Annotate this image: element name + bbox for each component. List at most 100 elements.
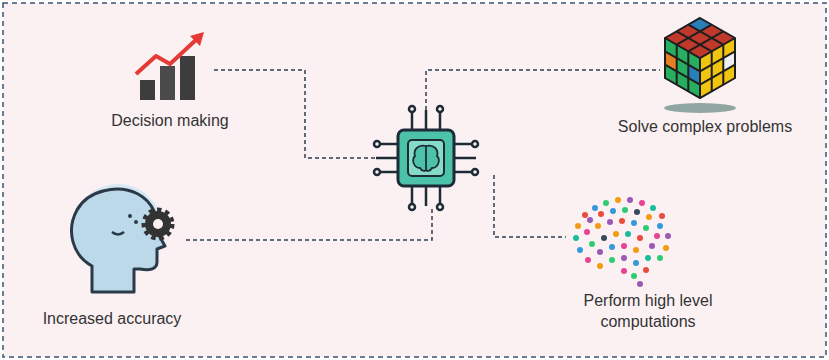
brain-dot [615, 197, 621, 203]
pin-end [472, 169, 478, 175]
cube-edge [665, 38, 735, 58]
brain-dot [665, 233, 671, 239]
brain-dot [598, 211, 604, 217]
brain-dot [621, 255, 627, 261]
brain-dot [573, 235, 579, 241]
brain-dot [663, 245, 669, 251]
chip-pin [425, 110, 428, 130]
dashed-frame [3, 3, 826, 357]
chip-body [398, 130, 454, 186]
chip-pin [380, 143, 398, 146]
pin-end [437, 106, 443, 112]
gear-hole [153, 219, 163, 229]
brain-dot [603, 200, 609, 206]
pin-end [437, 204, 443, 210]
brain-dot [577, 247, 583, 253]
icon-label: Solve complex problems [595, 116, 815, 137]
brain-dot [643, 267, 649, 273]
cube-tile [688, 18, 711, 31]
cube-grid-line [722, 45, 724, 85]
brain-dot [649, 243, 655, 249]
icon-label: Perform high level computations [573, 290, 723, 332]
trend-arrow-head [190, 32, 204, 46]
leader-line [426, 70, 660, 110]
chip-pin [454, 157, 476, 160]
chip-pin [454, 143, 472, 146]
cube-edge [699, 58, 701, 98]
chip-pin [439, 112, 442, 130]
cube-outline [665, 18, 735, 98]
brain-dot [601, 235, 607, 241]
brain-dot [633, 260, 639, 266]
brain-dot [609, 257, 615, 263]
chip-pin [454, 171, 472, 174]
chip-core [408, 140, 444, 176]
gear [145, 211, 171, 237]
closed-eye [112, 232, 124, 235]
chip-pin [376, 157, 398, 160]
brain-dot [657, 223, 663, 229]
cube-shadow [664, 103, 736, 113]
cube-grid [665, 18, 735, 98]
brain-dot [631, 273, 637, 279]
brain-dot [625, 231, 631, 237]
brain-dot [619, 218, 625, 224]
dotted-brain-icon [573, 197, 671, 287]
cube-grid-line [711, 51, 713, 91]
brain-dot [597, 249, 603, 255]
brain-dot [610, 208, 616, 214]
chart-bar [180, 56, 195, 100]
brain-dot [587, 217, 593, 223]
head-gear-icon [72, 184, 171, 292]
brain-dot [595, 223, 601, 229]
cube-grid-line [687, 51, 689, 91]
brain-dot [589, 241, 595, 247]
brain-dot [646, 214, 652, 220]
brain-dot [654, 233, 660, 239]
thought-dot [128, 214, 132, 218]
chip-pin [380, 171, 398, 174]
brain-dot [659, 213, 665, 219]
chart-bar [140, 80, 155, 100]
pin-end [374, 141, 380, 147]
brain-dot [657, 255, 663, 261]
brain-dot [637, 235, 643, 241]
chip-pin [411, 112, 414, 130]
brain-dot [622, 207, 628, 213]
brain-dot [627, 197, 633, 203]
brain-dot [650, 205, 656, 211]
chip-pins [374, 106, 478, 210]
leader-line [214, 70, 376, 158]
brain-dot [639, 200, 645, 206]
bar-chart-icon [136, 32, 204, 100]
chip-brain [413, 146, 439, 171]
brain-dot [621, 268, 627, 274]
icon-label: Decision making [80, 110, 260, 131]
chart-bar [160, 66, 175, 100]
brain-dot [584, 229, 590, 235]
chip-icon [374, 106, 478, 210]
chip-pin [425, 186, 428, 206]
brain-dot [631, 220, 637, 226]
head-profile [72, 189, 165, 292]
pin-end [409, 106, 415, 112]
trend-arrow [136, 38, 198, 74]
brain-dot [592, 205, 598, 211]
brain-dot [609, 244, 615, 250]
icon-label: Increased accuracy [12, 308, 212, 329]
brain-dot [597, 263, 603, 269]
leader-line [186, 206, 432, 240]
brain-dot [613, 231, 619, 237]
pin-end [472, 141, 478, 147]
cube-grid-line [676, 45, 678, 85]
pin-end [374, 169, 380, 175]
brain-dot [621, 243, 627, 249]
chip-pin [411, 186, 414, 204]
brain-dot [633, 247, 639, 253]
brain-dot [643, 225, 649, 231]
brain-dot [645, 255, 651, 261]
chip-pin [439, 186, 442, 204]
brain-dot [575, 223, 581, 229]
